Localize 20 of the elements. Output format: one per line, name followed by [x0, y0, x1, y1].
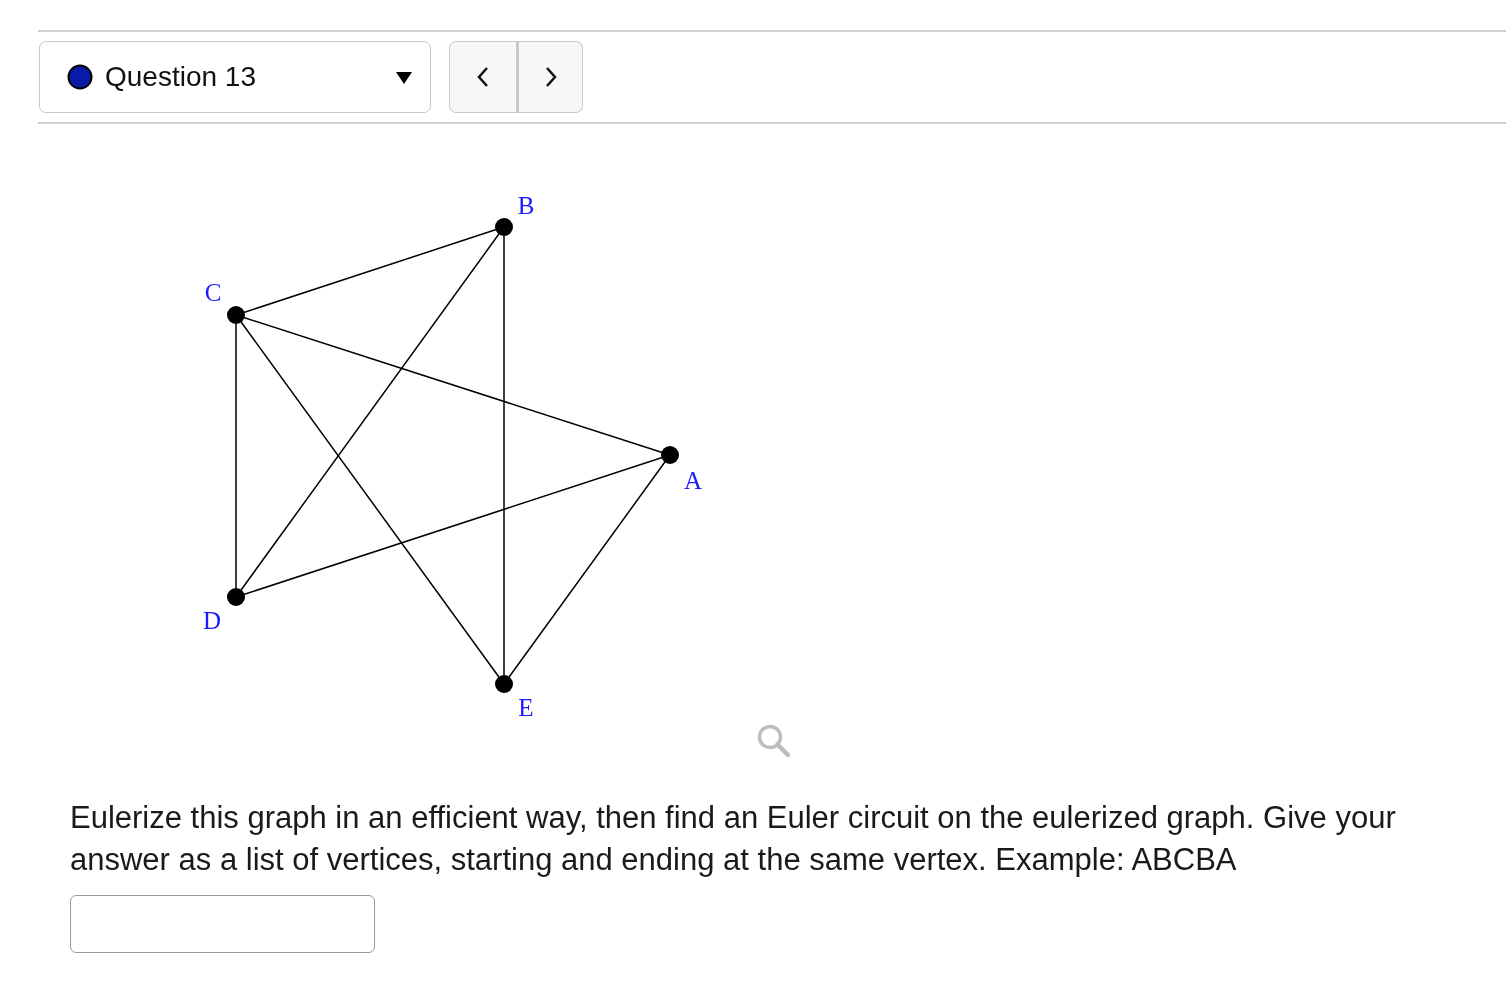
vertex-label: B	[517, 192, 535, 218]
graph-edge	[235, 323, 237, 589]
vertex-label: C	[204, 279, 222, 305]
graph-edge	[243, 317, 663, 453]
vertex-dot	[495, 675, 513, 693]
graph-edge	[240, 321, 500, 678]
graph-edge	[503, 235, 505, 676]
vertex-label: A	[683, 467, 703, 493]
graph-edge	[508, 461, 666, 678]
vertex-dot	[661, 446, 679, 464]
question-text: Eulerize this graph in an efficient way, then find an Euler circuit on the eulerized graph. Give your answer as a list of vertices, starting and ending at the same vertex. Example: ABCBA	[70, 799, 1397, 879]
vertex-dot	[495, 218, 513, 236]
question-dropdown: Question 13	[39, 41, 431, 113]
graph-edge	[243, 229, 497, 313]
vertex-dot	[227, 306, 245, 324]
vertex-label: D	[202, 607, 222, 633]
graph-edge	[243, 457, 663, 595]
graph-edge	[240, 233, 500, 591]
vertex-dot	[227, 588, 245, 606]
vertex-label: E	[518, 694, 534, 720]
